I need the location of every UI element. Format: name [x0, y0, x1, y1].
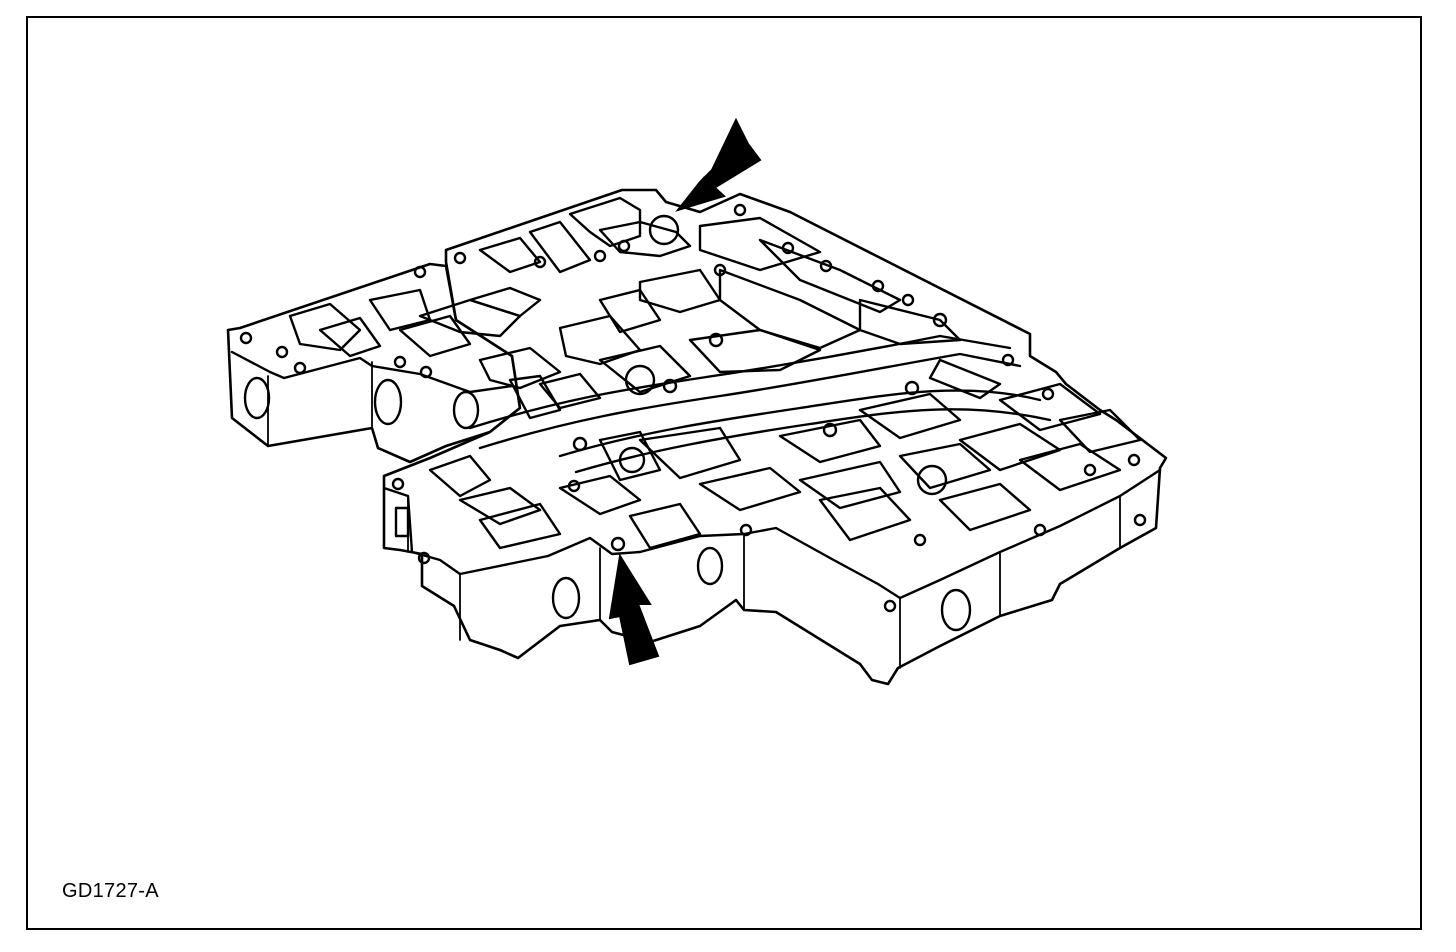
bolt-hole — [901, 293, 915, 307]
bolt-hole — [239, 331, 253, 345]
bolt-hole — [567, 479, 581, 493]
port-hole — [452, 390, 480, 430]
main-plate — [382, 188, 1168, 686]
bolt-hole — [453, 251, 467, 265]
bolt-hole — [617, 239, 631, 253]
port-hole — [696, 546, 724, 586]
bolt-hole — [391, 477, 405, 491]
bolt-hole — [293, 361, 307, 375]
bolt-hole — [275, 345, 289, 359]
locating-hole — [624, 364, 656, 396]
locating-hole — [618, 446, 646, 474]
bolt-hole — [733, 203, 747, 217]
bolt-hole — [593, 249, 607, 263]
bolt-hole — [662, 378, 678, 394]
bolt-hole — [708, 332, 724, 348]
bolt-hole — [713, 263, 727, 277]
bolt-hole — [822, 422, 838, 438]
port-hole — [940, 588, 972, 632]
bolt-hole — [1133, 513, 1147, 527]
bolt-hole — [819, 259, 833, 273]
port-hole — [373, 378, 403, 426]
bolt-hole — [739, 523, 753, 537]
bolt-hole — [904, 380, 920, 396]
bolt-hole — [413, 265, 427, 279]
bolt-hole — [1033, 523, 1047, 537]
bolt-hole — [1127, 453, 1141, 467]
bolt-hole — [1041, 387, 1055, 401]
figure-id-label: GD1727-A — [62, 880, 159, 902]
bolt-hole — [393, 355, 407, 369]
bolt-hole — [533, 255, 547, 269]
pointer-arrow-top — [675, 117, 762, 212]
bolt-hole — [572, 436, 588, 452]
port-hole — [243, 376, 271, 420]
bolt-hole — [781, 241, 795, 255]
bolt-hole — [871, 279, 885, 293]
bolt-hole — [883, 599, 897, 613]
bolt-hole — [419, 365, 433, 379]
bolt-hole — [1001, 353, 1015, 367]
fluid-passages — [288, 196, 1142, 550]
bolt-hole — [913, 533, 927, 547]
bolt-hole — [417, 551, 431, 565]
slot — [394, 506, 410, 538]
pointer-arrow-bottom — [608, 553, 660, 666]
bolt-hole — [932, 312, 948, 328]
port-hole — [551, 576, 581, 620]
locating-hole — [916, 464, 948, 496]
bolt-hole — [610, 536, 626, 552]
locating-hole — [648, 214, 680, 246]
bolt-holes — [239, 203, 1147, 613]
bolt-hole — [1083, 463, 1097, 477]
